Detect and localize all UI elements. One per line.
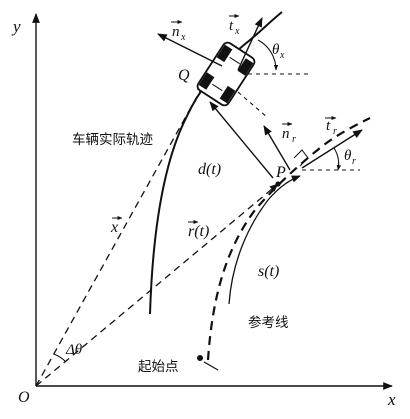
svg-text:t: t	[229, 18, 234, 34]
theta-x-arc	[257, 39, 279, 71]
reference-line	[206, 117, 371, 361]
normal-vector-nr	[263, 125, 291, 171]
normal-extension-dashed	[237, 91, 269, 119]
svg-text:r(t): r(t)	[188, 223, 209, 240]
label-r-vector: r(t)	[188, 220, 209, 240]
position-vector-x	[35, 83, 205, 387]
start-point-marker	[197, 355, 203, 361]
wheel-front-right	[237, 58, 254, 76]
origin-label: O	[18, 389, 30, 406]
vehicle-trajectory-label: 车辆实际轨迹	[72, 131, 153, 148]
label-tx: t x	[229, 14, 240, 37]
label-x-vector: x	[110, 216, 123, 236]
tangent-vector-tr	[301, 129, 363, 169]
svg-text:x: x	[279, 50, 285, 61]
svg-text:x: x	[180, 32, 186, 43]
right-angle-marker	[293, 149, 309, 167]
delta-theta-label: Δθ	[65, 342, 83, 358]
wheel-rear-right	[219, 85, 236, 104]
svg-text:r: r	[292, 134, 296, 145]
wheel-front-left	[216, 44, 233, 63]
vehicle-body	[196, 41, 256, 107]
arc-length-arrow	[228, 175, 301, 305]
lateral-distance-d	[209, 101, 274, 179]
reference-line-label: 参考线	[248, 314, 289, 331]
reference-vector-r	[35, 183, 279, 387]
arc-length-label: s(t)	[258, 263, 279, 280]
lateral-distance-label: d(t)	[198, 161, 221, 178]
svg-text:θ: θ	[272, 42, 280, 58]
tangent-vector-tx	[237, 17, 263, 71]
svg-text:r: r	[333, 126, 337, 137]
normal-vector-nx	[157, 33, 223, 67]
label-theta-r: θ r	[344, 148, 356, 167]
svg-text:x: x	[234, 26, 240, 37]
svg-text:x: x	[110, 219, 118, 236]
x-axis-label: x	[387, 390, 396, 409]
svg-text:r: r	[352, 156, 356, 167]
vehicle-trajectory	[149, 11, 283, 315]
wheel-rear-left	[198, 72, 215, 90]
start-point-label: 起始点	[138, 359, 179, 375]
label-theta-x: θ x	[272, 42, 285, 61]
y-axis-label: y	[11, 17, 21, 36]
delta-theta-arc	[53, 353, 67, 363]
label-tr: t r	[325, 116, 337, 137]
svg-text:t: t	[326, 118, 331, 134]
label-nr: n r	[282, 122, 296, 145]
theta-r-arc	[333, 147, 342, 171]
svg-text:n: n	[282, 126, 290, 142]
point-q-label: Q	[178, 67, 190, 84]
point-p-label: P	[275, 164, 286, 181]
start-point-tick	[203, 361, 219, 371]
svg-text:n: n	[172, 24, 180, 40]
svg-text:θ: θ	[344, 148, 352, 164]
label-nx: n x	[171, 20, 186, 43]
point-p	[275, 181, 281, 187]
